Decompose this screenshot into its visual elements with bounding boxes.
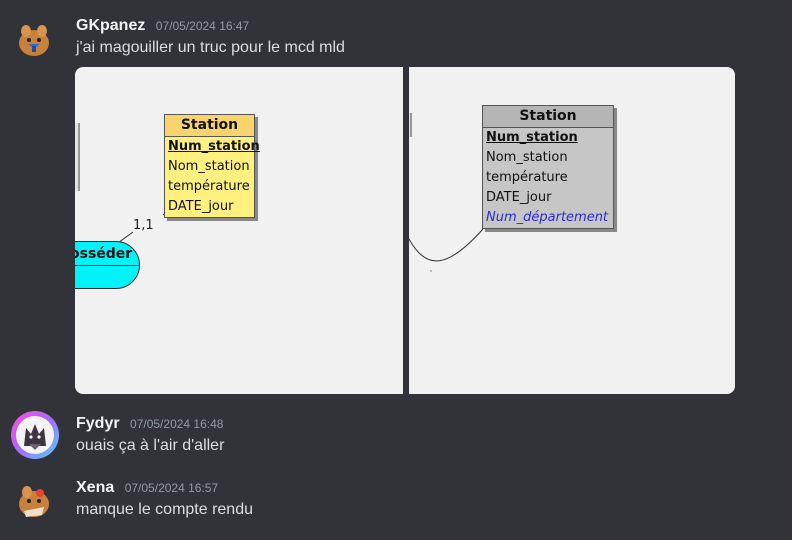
message-timestamp: 07/05/2024 16:57: [124, 481, 219, 495]
cardinality-label: 1,1: [133, 218, 154, 233]
entity-title: Station: [165, 115, 254, 137]
association-label: osséder: [75, 246, 133, 262]
entity-field: Nom_station: [486, 150, 568, 165]
avatar-gkpanez[interactable]: [14, 19, 54, 59]
entity-field: température: [486, 170, 568, 185]
message-timestamp: 07/05/2024 16:47: [155, 19, 250, 33]
mcd-entity-station: Station Num_station Nom_station températ…: [164, 114, 260, 218]
entity-key: Num_station: [486, 130, 578, 145]
partial-entity-box: [75, 123, 80, 191]
wolf-avatar-icon: [11, 411, 59, 459]
author-name[interactable]: GKpanez: [76, 17, 146, 34]
mcd-diagram: Station Num_station Nom_station températ…: [75, 67, 403, 394]
avatar-fydyr[interactable]: [10, 410, 60, 460]
mld-diagram: Station Num_station Nom_station températ…: [409, 67, 735, 394]
author-name[interactable]: Xena: [76, 479, 115, 496]
message-timestamp: 07/05/2024 16:48: [130, 417, 224, 431]
entity-field: température: [168, 179, 250, 194]
entity-field: DATE_jour: [486, 190, 552, 205]
entity-foreign-key: Num_département: [486, 210, 609, 225]
message-text: ouais ça à l'air d'aller: [76, 437, 225, 454]
association-divider: [75, 265, 139, 266]
partial-entity-box: [409, 113, 412, 137]
author-name[interactable]: Fydyr: [76, 415, 120, 432]
entity-field: DATE_jour: [168, 199, 234, 214]
message-text: j'ai magouiller un truc pour le mcd mld: [76, 39, 345, 56]
mld-entity-station: Station Num_station Nom_station températ…: [482, 105, 614, 229]
mld-link-line: [409, 228, 484, 272]
avatar-xena[interactable]: [14, 481, 54, 521]
entity-key: Num_station: [168, 139, 260, 154]
message-text: manque le compte rendu: [76, 501, 253, 518]
association-posseder: osséder: [75, 241, 140, 289]
entity-field: Nom_station: [168, 159, 250, 174]
message-header: GKpanez 07/05/2024 16:47: [76, 17, 249, 37]
capybara-avatar-icon: [14, 19, 54, 59]
image-attachment[interactable]: Station Num_station Nom_station températ…: [75, 67, 735, 394]
capybara-avatar-icon: [14, 481, 54, 521]
message-header: Fydyr 07/05/2024 16:48: [76, 415, 223, 435]
message-header: Xena 07/05/2024 16:57: [76, 479, 218, 499]
entity-title: Station: [483, 106, 613, 128]
